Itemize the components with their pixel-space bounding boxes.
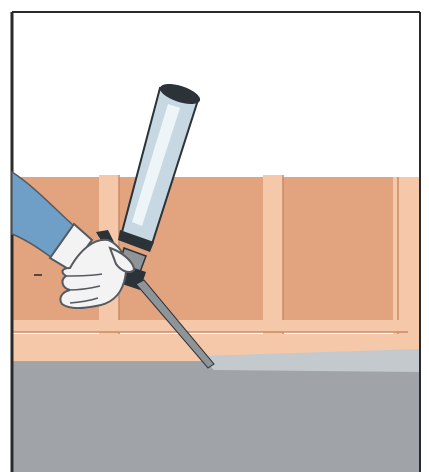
concrete-floor <box>12 362 420 472</box>
upper-rail <box>12 320 408 332</box>
stud-4 <box>409 177 420 337</box>
stud-2 <box>263 175 283 335</box>
stud-3 <box>393 177 409 337</box>
upper-wall <box>12 12 420 177</box>
